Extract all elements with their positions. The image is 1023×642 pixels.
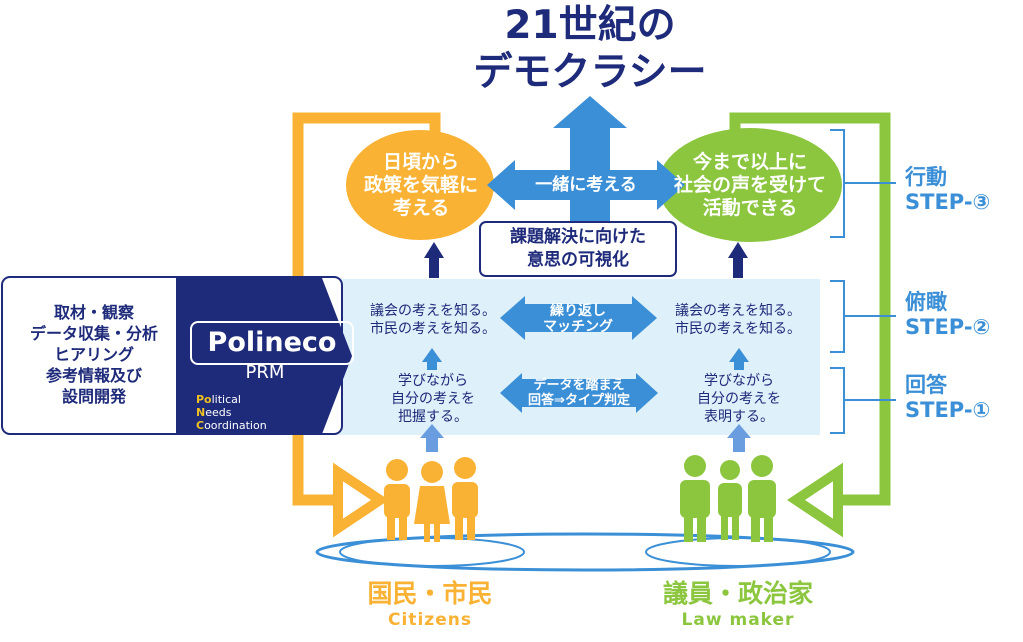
- matching-arrow: [500, 296, 657, 340]
- pnc-p: Po: [196, 393, 212, 406]
- visualize-box-frame: [479, 221, 677, 277]
- page-title: 21世紀の デモクラシー: [473, 3, 707, 95]
- big-up-arrow: [553, 96, 627, 225]
- step-3-label: 行動 STEP-③: [905, 165, 991, 214]
- people-arrow-left: [420, 424, 444, 452]
- lawmakers-label: 議員・政治家: [662, 579, 813, 608]
- right-know-text: 議会の考えを知る。 市民の考えを知る。: [675, 303, 801, 337]
- green-loop-arrowhead: [786, 462, 843, 538]
- visualize-box-text: 課題解決に向けた 意思の可視化: [510, 227, 646, 270]
- prm-label: PRM: [245, 362, 285, 383]
- data-arrow-label: データを踏まえ 回答⇒タイプ判定: [528, 378, 630, 408]
- lawmaker-oval: [658, 128, 842, 242]
- pnc-coordination: oordination: [204, 419, 267, 432]
- step1-bracket: [830, 367, 896, 434]
- people-arrow-right: [727, 424, 751, 452]
- matching-label: 繰り返し マッチング: [543, 303, 613, 335]
- right-learn-text: 学びながら 自分の考えを 表明する。: [697, 373, 781, 425]
- navy-up-arrow-right: [728, 242, 748, 278]
- research-methods-text: 取材・観察 データ収集・分析 ヒアリング 参考情報及び 設問開発: [29, 303, 158, 406]
- step3-bracket: [830, 129, 896, 238]
- logo-panel: [176, 278, 352, 434]
- lawmaker-platform: [645, 537, 831, 567]
- left-learn-text: 学びながら 自分の考えを 把握する。: [391, 373, 475, 425]
- lawmakers-sublabel: Law maker: [681, 610, 795, 630]
- together-arrow: [487, 160, 685, 210]
- pnc-political: litical: [211, 393, 241, 406]
- citizen-figures: [384, 457, 478, 542]
- together-arrow-label: 一緒に考える: [535, 175, 637, 195]
- lawmaker-figures: [680, 455, 776, 542]
- pnc-c: C: [196, 419, 205, 432]
- citizen-platform-outer: [315, 532, 855, 572]
- citizens-sublabel: Citizens: [388, 610, 472, 630]
- pnc-definition: Political Needs Coordination: [196, 393, 267, 432]
- left-know-text: 議会の考えを知る。 市民の考えを知る。: [370, 303, 496, 337]
- polineco-logo: Polineco: [190, 321, 354, 365]
- step-2-label: 俯瞰 STEP-②: [905, 290, 991, 339]
- step-1-label: 回答 STEP-①: [905, 373, 991, 422]
- citizen-oval: [346, 130, 494, 240]
- small-up-arrow-right: [729, 348, 749, 370]
- pnc-needs: eeds: [205, 406, 232, 419]
- citizens-label: 国民・市民: [367, 579, 493, 608]
- small-up-arrow-left: [422, 348, 442, 370]
- navy-up-arrow-left: [424, 242, 444, 278]
- citizen-oval-text: 日頃から 政策を気軽に 考える: [363, 151, 478, 219]
- citizen-platform: [339, 537, 525, 567]
- orange-loop-arrowhead: [333, 462, 390, 538]
- step2-bracket: [830, 280, 896, 353]
- data-arrow: [500, 373, 658, 413]
- pnc-n: N: [196, 406, 206, 419]
- lawmaker-oval-text: 今まで以上に 社会の声を受けて 活動できる: [673, 151, 826, 219]
